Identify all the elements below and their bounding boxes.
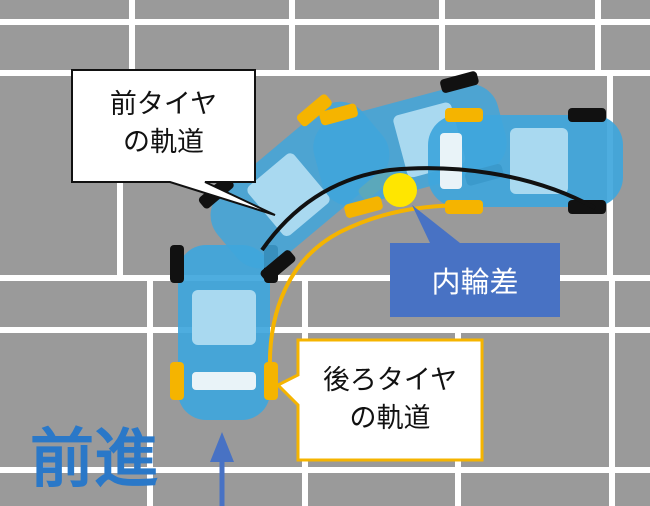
front-tire-track-label: 前タイヤ の軌道 — [109, 89, 218, 158]
inner-difference-marker — [383, 173, 417, 207]
rear-tire-track-curve — [267, 203, 471, 373]
car-icon — [428, 108, 623, 214]
front-callout-shape — [71, 69, 276, 216]
front-tire-track-curve — [260, 166, 596, 252]
rear-callout-shape — [275, 338, 484, 462]
inner-difference-shape — [390, 205, 560, 317]
forward-label: 前進 — [30, 423, 158, 497]
rear-tire-track-label: 後ろタイヤ の軌道 — [322, 365, 458, 434]
inner-wheel-difference-label: 内輪差 — [431, 265, 519, 299]
arrow-up-icon — [210, 432, 234, 506]
